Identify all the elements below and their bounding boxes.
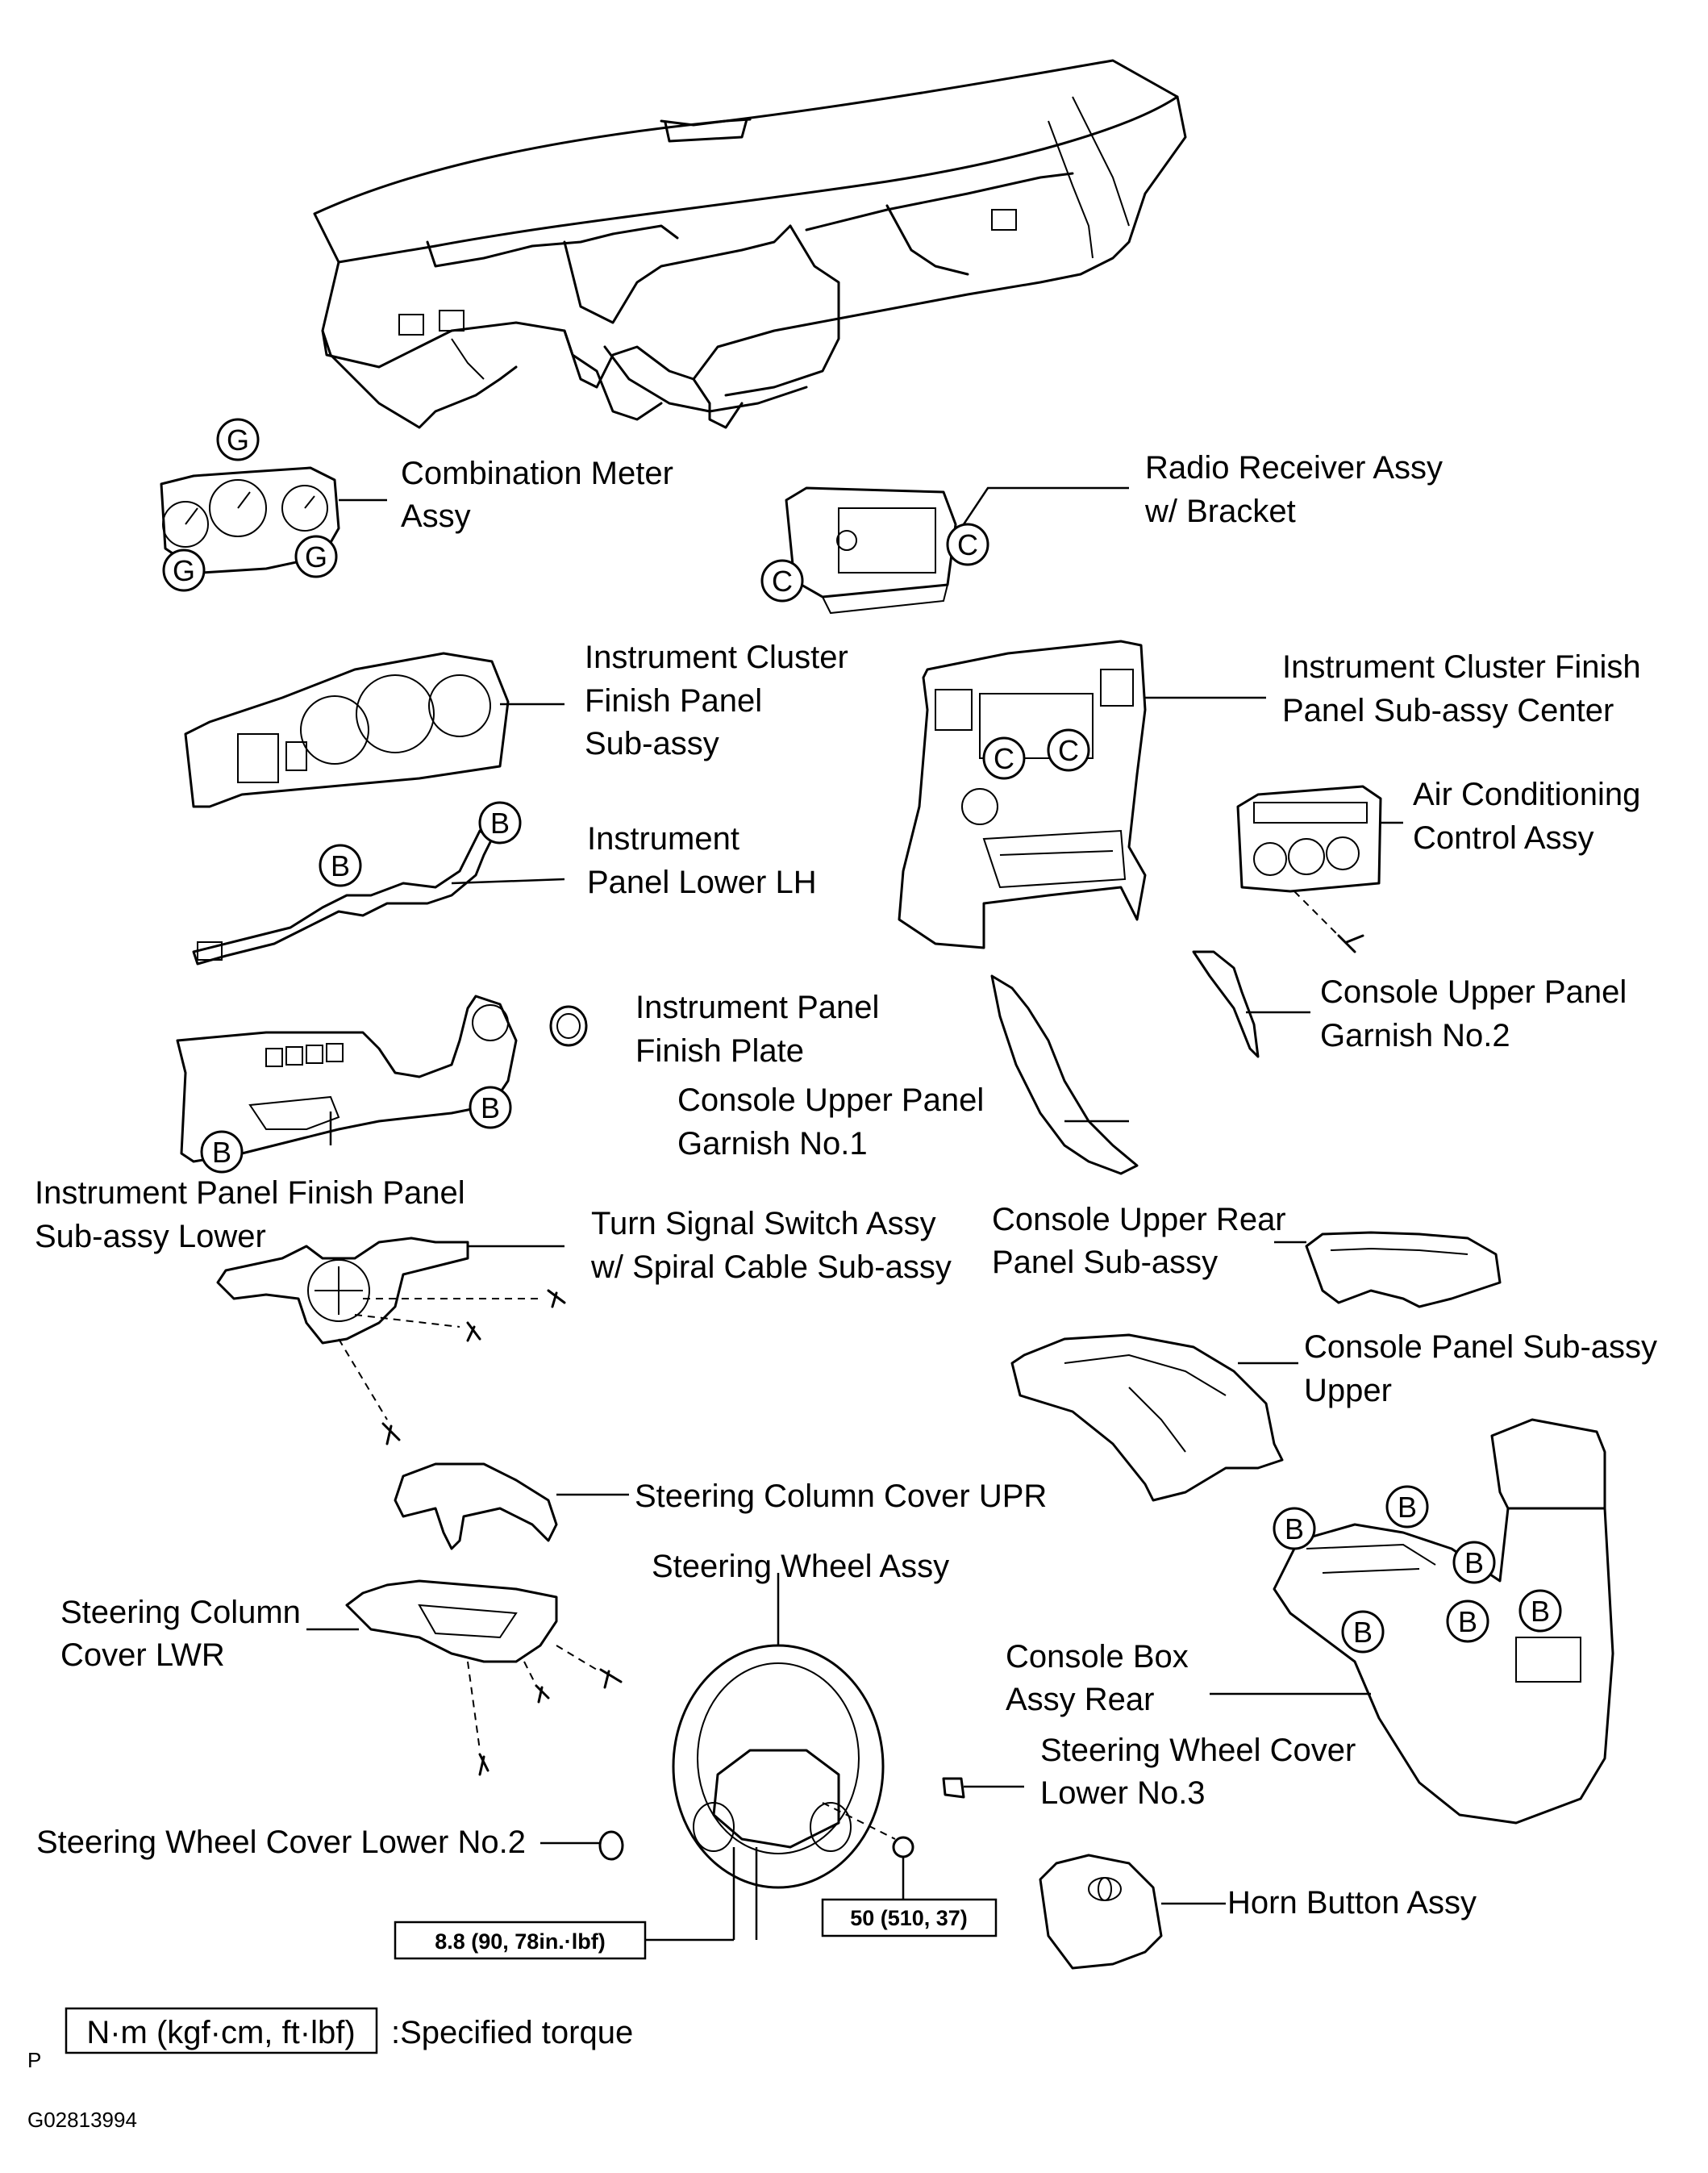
callout-g-3: G (294, 535, 338, 578)
cluster-finish-panel-drawing (184, 652, 510, 808)
callout-b-4: B (200, 1130, 244, 1174)
label-console-rear-panel: Console Upper Rear Panel Sub-assy (992, 1202, 1295, 1280)
label-column-cover-lwr: Steering Column Cover LWR (60, 1595, 310, 1673)
torque-legend: N·m (kgf·cm, ft·lbf) :Specified torque (65, 2007, 633, 2054)
label-column-cover-upr: Steering Column Cover UPR (635, 1479, 1047, 1514)
label-wheel-cover-no3: Steering Wheel Cover Lower No.3 (1040, 1733, 1364, 1811)
svg-text:G: G (173, 554, 195, 587)
svg-text:B: B (212, 1136, 231, 1169)
callout-g-2: G (162, 548, 206, 592)
console-rear-panel-drawing (1305, 1231, 1502, 1308)
callout-c-3: C (982, 736, 1026, 780)
svg-text:B: B (481, 1091, 500, 1124)
column-cover-upr-drawing (394, 1462, 558, 1550)
label-console-box-rear: Console Box Assy Rear (1006, 1639, 1198, 1717)
label-horn-button: Horn Button Assy (1227, 1885, 1477, 1921)
callout-b-5: B (1273, 1507, 1316, 1550)
svg-text:C: C (772, 565, 793, 598)
label-console-garnish-no2: Console Upper Panel Garnish No.2 (1320, 974, 1635, 1053)
svg-text:B: B (1398, 1491, 1417, 1524)
callout-b-3: B (469, 1086, 512, 1129)
wheel-cover-no2-drawing (598, 1830, 624, 1861)
svg-text:B: B (1458, 1605, 1477, 1638)
legend-text: :Specified torque (391, 2015, 633, 2050)
label-wheel-cover-no2: Steering Wheel Cover Lower No.2 (36, 1825, 526, 1860)
label-combination-meter: Combination Meter Assy (401, 456, 682, 534)
svg-text:B: B (1285, 1512, 1304, 1545)
turn-signal-switch-drawing (216, 1237, 566, 1445)
air-conditioning-drawing (1236, 785, 1382, 953)
wheel-cover-no3-drawing (942, 1777, 965, 1799)
cluster-finish-center-drawing (898, 640, 1147, 949)
label-radio-receiver: Radio Receiver Assy w/ Bracket (1144, 450, 1452, 529)
torque-spec-b: 50 (510, 37) (821, 1898, 998, 1937)
part-labels: Combination Meter Assy Radio Receiver As… (35, 450, 1666, 1921)
svg-text:B: B (1464, 1546, 1484, 1579)
svg-text:C: C (994, 742, 1014, 775)
callout-b-9: B (1446, 1600, 1489, 1643)
callout-circles: G G G C C C C B B B B B B B B B B (162, 418, 1562, 1654)
console-panel-upper-drawing (1010, 1333, 1284, 1502)
callout-b-10: B (1518, 1589, 1562, 1633)
svg-text:B: B (331, 849, 350, 882)
legend-unit: N·m (kgf·cm, ft·lbf) (86, 2015, 355, 2050)
finish-plate-drawing (549, 1005, 588, 1047)
callout-b-2: B (319, 844, 362, 887)
column-cover-lwr-drawing (345, 1579, 623, 1776)
callout-c-1: C (760, 559, 804, 603)
label-steering-wheel: Steering Wheel Assy (652, 1549, 949, 1584)
steering-wheel-drawing (672, 1644, 914, 1889)
svg-text:8.8 (90, 78in.·lbf): 8.8 (90, 78in.·lbf) (435, 1929, 606, 1954)
svg-text:C: C (957, 528, 978, 561)
label-cluster-finish-center: Instrument Cluster Finish Panel Sub-assy… (1282, 649, 1650, 728)
callout-b-7: B (1452, 1541, 1496, 1584)
label-finish-plate: Instrument Panel Finish Plate (635, 990, 889, 1069)
callout-c-4: C (1047, 728, 1090, 772)
svg-text:50 (510, 37): 50 (510, 37) (850, 1906, 968, 1930)
panel-lower-lh-drawing (192, 829, 494, 966)
callout-b-6: B (1385, 1485, 1429, 1529)
callout-c-2: C (946, 523, 989, 566)
combination-meter-drawing (160, 466, 340, 574)
svg-text:B: B (490, 807, 510, 840)
label-console-garnish-no1: Console Upper Panel Garnish No.1 (677, 1082, 993, 1162)
console-garnish-no2-drawing (1192, 950, 1260, 1058)
radio-receiver-drawing (785, 486, 957, 615)
console-box-rear-drawing (1273, 1418, 1614, 1825)
label-console-panel-upper: Console Panel Sub-assy Upper (1304, 1329, 1666, 1408)
svg-text:B: B (1531, 1595, 1550, 1628)
horn-button-drawing (1039, 1854, 1163, 1970)
console-garnish-no1-drawing (990, 974, 1139, 1175)
svg-text:B: B (1353, 1616, 1373, 1649)
label-turn-signal: Turn Signal Switch Assy w/ Spiral Cable … (590, 1206, 952, 1285)
leader-lines (306, 486, 1403, 1942)
label-air-conditioning: Air Conditioning Control Assy (1413, 777, 1650, 856)
svg-text:G: G (305, 540, 327, 573)
label-panel-lower-lh: Instrument Panel Lower LH (587, 821, 817, 900)
svg-text:C: C (1058, 734, 1079, 767)
corner-mark: P (27, 2048, 41, 2072)
callout-g-1: G (216, 418, 260, 461)
label-cluster-finish-panel: Instrument Cluster Finish Panel Sub-assy (585, 640, 857, 761)
svg-text:G: G (227, 423, 249, 457)
callout-b-8: B (1341, 1610, 1385, 1654)
instrument-panel-drawing (313, 59, 1187, 429)
label-finish-panel-lower: Instrument Panel Finish Panel Sub-assy L… (35, 1175, 474, 1254)
figure-code: G02813994 (27, 2108, 137, 2132)
callout-b-1: B (478, 801, 522, 845)
torque-spec-a: 8.8 (90, 78in.·lbf) (394, 1921, 647, 1960)
